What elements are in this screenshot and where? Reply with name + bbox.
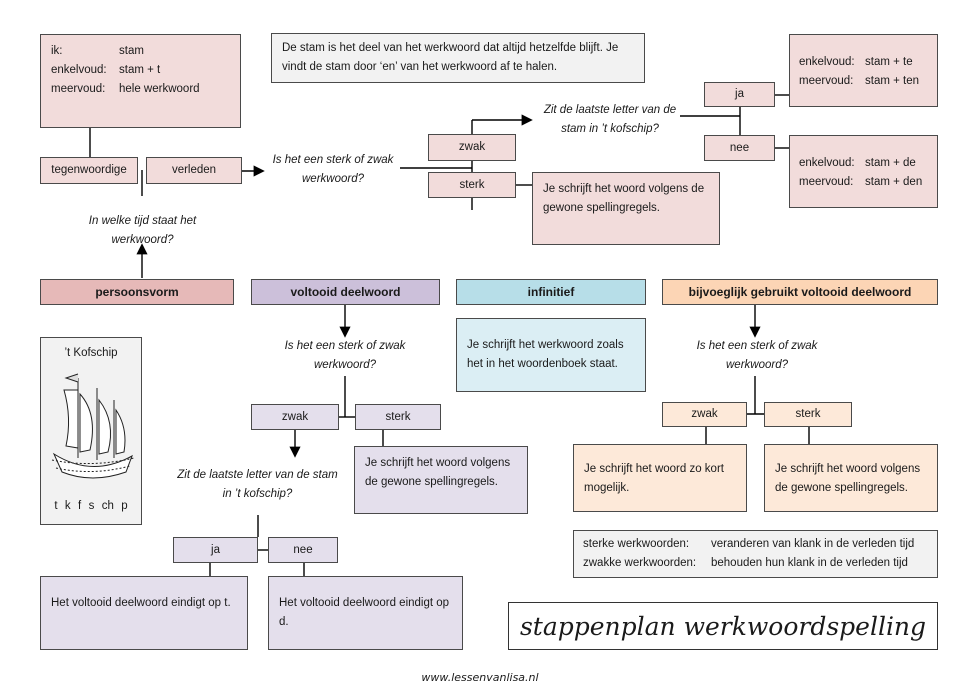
nee-label: nee — [704, 135, 775, 161]
row-key: meervoud: — [799, 75, 854, 87]
row-key: enkelvoud: — [51, 64, 107, 76]
table-row: ik: stam — [51, 42, 230, 61]
bijvoeglijk-header: bijvoeglijk gebruikt voltooid deelwoord — [662, 279, 938, 305]
definitions-box: sterke werkwoorden: veranderen van klank… — [573, 530, 938, 578]
kofschip-letter: f — [78, 500, 82, 512]
definition-row: zwakke werkwoorden: behouden hun klank i… — [583, 554, 928, 573]
infinitief-text: Je schrijft het werkwoord zoals het in h… — [456, 318, 646, 392]
ja-label: ja — [704, 82, 775, 107]
definition-term: zwakke werkwoorden: — [583, 557, 697, 569]
zwak-label: zwak — [662, 402, 747, 427]
website-link[interactable]: www.lessenvanlisa.nl — [421, 671, 539, 684]
row-value: stam — [119, 45, 144, 57]
persoonsvorm-header: persoonsvorm — [40, 279, 234, 305]
verleden-label: verleden — [146, 157, 242, 184]
zwak-label: zwak — [428, 134, 516, 161]
question-strong-weak: Is het een sterk of zwak werkwoord? — [284, 340, 406, 371]
sterk-result: Je schrijft het woord volgens de gewone … — [354, 446, 528, 514]
tegenwoordige-label: tegenwoordige — [40, 157, 138, 184]
definition-term: sterke werkwoorden: — [583, 538, 690, 550]
ja-result: Het voltooid deelwoord eindigt op t. — [40, 576, 248, 650]
voltooid-deelwoord-header: voltooid deelwoord — [251, 279, 440, 305]
row-key: ik: — [51, 45, 63, 57]
table-row: meervoud: hele werkwoord — [51, 80, 230, 99]
kofschip-letter: p — [121, 500, 128, 512]
sterk-label: sterk — [428, 172, 516, 198]
row-value: stam + de — [865, 157, 916, 169]
definition-text: behouden hun klank in de verleden tijd — [711, 557, 908, 569]
row-key: enkelvoud: — [799, 157, 855, 169]
kofschip-letter: s — [88, 500, 95, 512]
infinitief-header: infinitief — [456, 279, 646, 305]
nee-table: enkelvoud: stam + de meervoud: stam + de… — [789, 135, 938, 208]
kofschip-letter: ch — [101, 500, 114, 512]
question-time: In welke tijd staat het werkwoord? — [88, 215, 197, 246]
ship-icon — [51, 373, 135, 479]
kofschip-title: ’t Kofschip — [64, 347, 118, 359]
row-key: enkelvoud: — [799, 56, 855, 68]
row-value: stam + t — [119, 64, 161, 76]
kofschip-letter: t — [54, 500, 58, 512]
ja-table: enkelvoud: stam + te meervoud: stam + te… — [789, 34, 938, 107]
sterk-label: sterk — [764, 402, 852, 427]
kofschip-letter: k — [64, 500, 71, 512]
page-title: stappenplan werkwoordspelling — [508, 602, 938, 650]
ja-label: ja — [173, 537, 258, 563]
stam-note: De stam is het deel van het werkwoord da… — [271, 33, 645, 83]
nee-result: Het voltooid deelwoord eindigt op d. — [268, 576, 463, 650]
zwak-result: Je schrijft het woord zo kort mogelijk. — [573, 444, 747, 512]
sterk-label: sterk — [355, 404, 441, 430]
row-value: stam + ten — [865, 75, 920, 87]
sterk-result: Je schrijft het woord volgens de gewone … — [764, 444, 938, 512]
row-key: meervoud: — [51, 83, 106, 95]
question-kofschip: Zit de laatste letter van de stam in ’t … — [177, 469, 338, 500]
row-value: hele werkwoord — [119, 83, 200, 95]
definition-row: sterke werkwoorden: veranderen van klank… — [583, 535, 928, 554]
question-kofschip: Zit de laatste letter van de stam in ’t … — [543, 104, 677, 135]
table-row: meervoud: stam + ten — [799, 72, 937, 91]
present-tense-table: ik: stam enkelvoud: stam + t meervoud: h… — [40, 34, 241, 128]
kofschip-letters: t k f s ch p — [41, 497, 141, 516]
row-value: stam + te — [865, 56, 913, 68]
sterk-result: Je schrijft het woord volgens de gewone … — [532, 172, 720, 245]
table-row: meervoud: stam + den — [799, 173, 937, 192]
table-row: enkelvoud: stam + te — [799, 53, 937, 72]
zwak-label: zwak — [251, 404, 339, 430]
kofschip-box: ’t Kofschip t k f s ch p — [40, 337, 142, 525]
table-row: enkelvoud: stam + t — [51, 61, 230, 80]
table-row: enkelvoud: stam + de — [799, 154, 937, 173]
question-strong-weak: Is het een sterk of zwak werkwoord? — [696, 340, 818, 371]
row-value: stam + den — [865, 176, 923, 188]
question-strong-weak: Is het een sterk of zwak werkwoord? — [272, 154, 394, 185]
definition-text: veranderen van klank in de verleden tijd — [711, 538, 915, 550]
nee-label: nee — [268, 537, 338, 563]
row-key: meervoud: — [799, 176, 854, 188]
